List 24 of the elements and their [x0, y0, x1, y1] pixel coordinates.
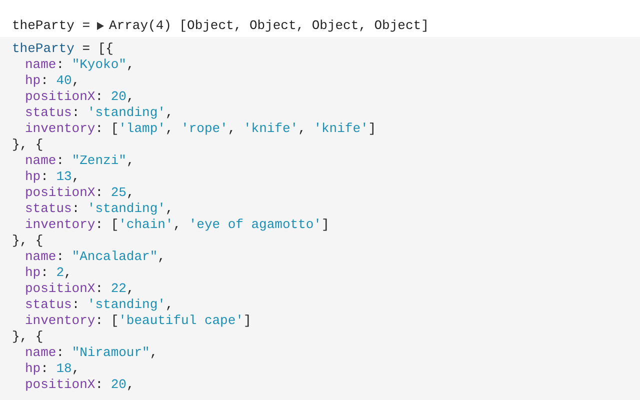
code-line: positionX: 20, [25, 89, 134, 105]
code-line: }, { [12, 329, 44, 345]
code-line: theParty = [{ [12, 41, 114, 57]
code-line: name: "Zenzi", [25, 153, 134, 169]
code-line: inventory: ['chain', 'eye of agamotto'] [25, 217, 330, 233]
code-line: }, { [12, 137, 44, 153]
code-line: status: 'standing', [25, 105, 174, 121]
array-summary: Array(4) [Object, Object, Object, Object] [109, 17, 429, 34]
code-line: hp: 40, [25, 73, 80, 89]
code-line: positionX: 22, [25, 281, 134, 297]
code-line: inventory: ['beautiful cape'] [25, 313, 252, 329]
code-line: positionX: 25, [25, 185, 134, 201]
variable-label: theParty = [12, 17, 90, 34]
code-line: status: 'standing', [25, 297, 174, 313]
code-line: name: "Ancaladar", [25, 249, 166, 265]
code-line: hp: 18, [25, 361, 80, 377]
code-line: name: "Niramour", [25, 345, 158, 361]
code-line: status: 'standing', [25, 201, 174, 217]
code-line: }, { [12, 233, 44, 249]
code-line: hp: 2, [25, 265, 72, 281]
code-line: inventory: ['lamp', 'rope', 'knife', 'knife'] [25, 121, 376, 137]
code-line: hp: 13, [25, 169, 80, 185]
code-line: positionX: 20, [25, 377, 134, 393]
code-line: name: "Kyoko", [25, 57, 134, 73]
